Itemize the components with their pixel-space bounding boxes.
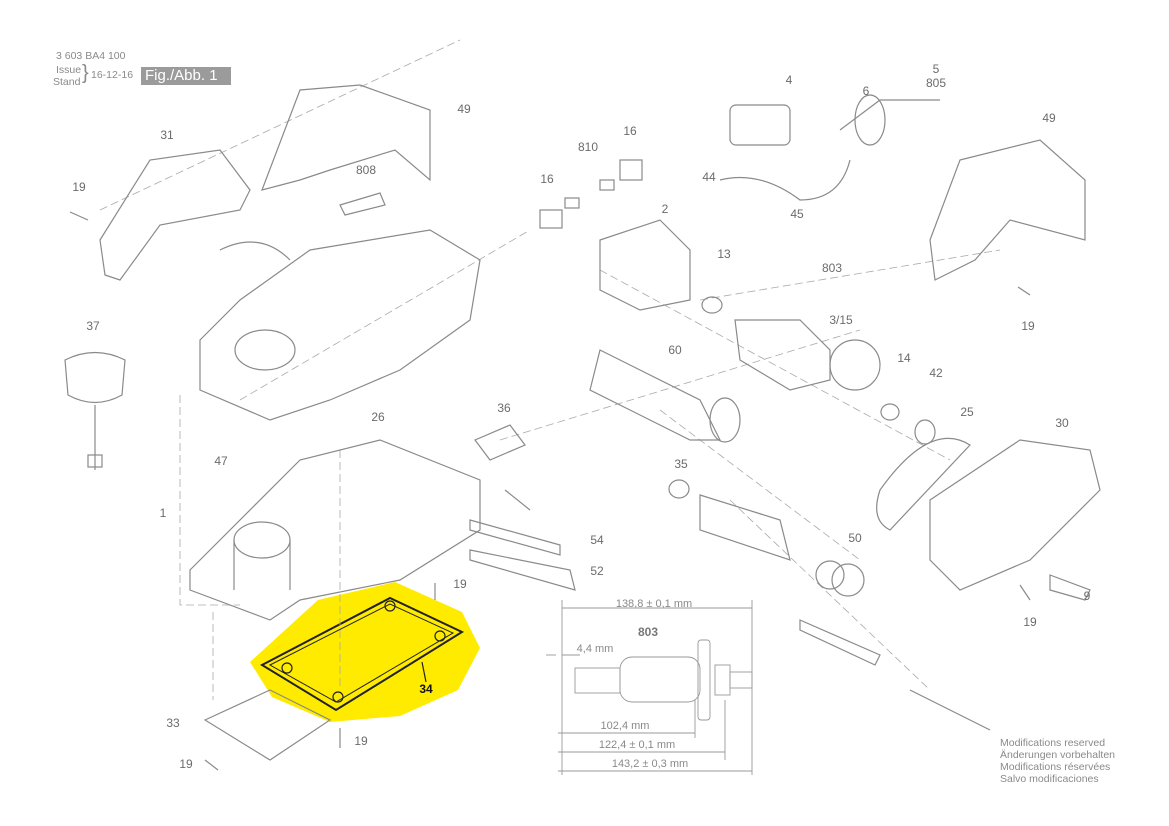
part-label-highlighted[interactable]: 34 (419, 682, 433, 696)
part-label: 35 (674, 457, 688, 471)
note-es: Salvo modificaciones (1000, 773, 1099, 785)
part-label: 808 (355, 163, 377, 177)
note-de: Änderungen vorbehalten (1000, 749, 1116, 761)
part-label: 803 (821, 261, 843, 275)
part-label: 805 (925, 76, 947, 90)
dimension-bearing-length: 122,4 ± 0,1 mm (598, 739, 676, 751)
dimension-overall-length: 138,8 ± 0,1 mm (615, 598, 693, 610)
part-label: 3/15 (829, 313, 853, 327)
stand-label: Stand (53, 76, 81, 88)
part-label: 45 (790, 207, 804, 221)
part-label: 1 (159, 506, 167, 520)
highlight-part-34 (250, 582, 480, 722)
issue-date: 16-12-16 (91, 69, 134, 81)
housing-1 (199, 229, 481, 421)
part-label: 19 (354, 734, 368, 748)
note-en: Modifications reserved (1000, 737, 1106, 749)
part-label: 810 (577, 140, 599, 154)
part-label: 4 (785, 73, 793, 87)
part-label: 50 (848, 531, 862, 545)
document-number: 3 603 BA4 100 (56, 50, 126, 62)
part-label: 52 (590, 564, 604, 578)
part-label: 26 (371, 410, 385, 424)
base-plate-34[interactable] (259, 596, 465, 712)
part-label: 13 (717, 247, 731, 261)
part-label: 19 (1023, 615, 1037, 629)
part-label: 42 (929, 366, 943, 380)
part-label: 2 (661, 202, 669, 216)
part-label: 47 (214, 454, 228, 468)
part-label: 31 (160, 128, 174, 142)
part-label: 25 (960, 405, 974, 419)
armature-part-label: 803 (637, 625, 659, 639)
part-label: 19 (1021, 319, 1035, 333)
part-label: 49 (1042, 111, 1056, 125)
part-label: 44 (702, 170, 716, 184)
part-label: 49 (457, 102, 471, 116)
figure-label: Fig./Abb. 1 (141, 67, 231, 85)
part-label: 5 (932, 62, 940, 76)
dimension-total-length: 143,2 ± 0,3 mm (611, 758, 689, 770)
dimension-offset: 4,4 mm (576, 643, 614, 655)
modifications-note: Modifications reserved Änderungen vorbeh… (1000, 737, 1115, 785)
part-label: 19 (179, 757, 193, 771)
issue-label: Issue (56, 64, 82, 76)
part-label: 19 (72, 180, 86, 194)
part-label: 9 (1083, 589, 1091, 603)
part-label: 16 (623, 124, 637, 138)
part-label: 33 (166, 716, 180, 730)
part-label: 60 (668, 343, 682, 357)
note-fr: Modifications réservées (1000, 761, 1111, 773)
part-label: 37 (86, 319, 100, 333)
part-label: 30 (1055, 416, 1069, 430)
part-label: 14 (897, 351, 911, 365)
part-label: 54 (590, 533, 604, 547)
part-label: 19 (453, 577, 467, 591)
part-label: 36 (497, 401, 511, 415)
part-label: 6 (862, 84, 870, 98)
armature-dimension-drawing (546, 600, 753, 775)
part-label: 16 (540, 172, 554, 186)
dimension-core-length: 102,4 mm (600, 720, 650, 732)
